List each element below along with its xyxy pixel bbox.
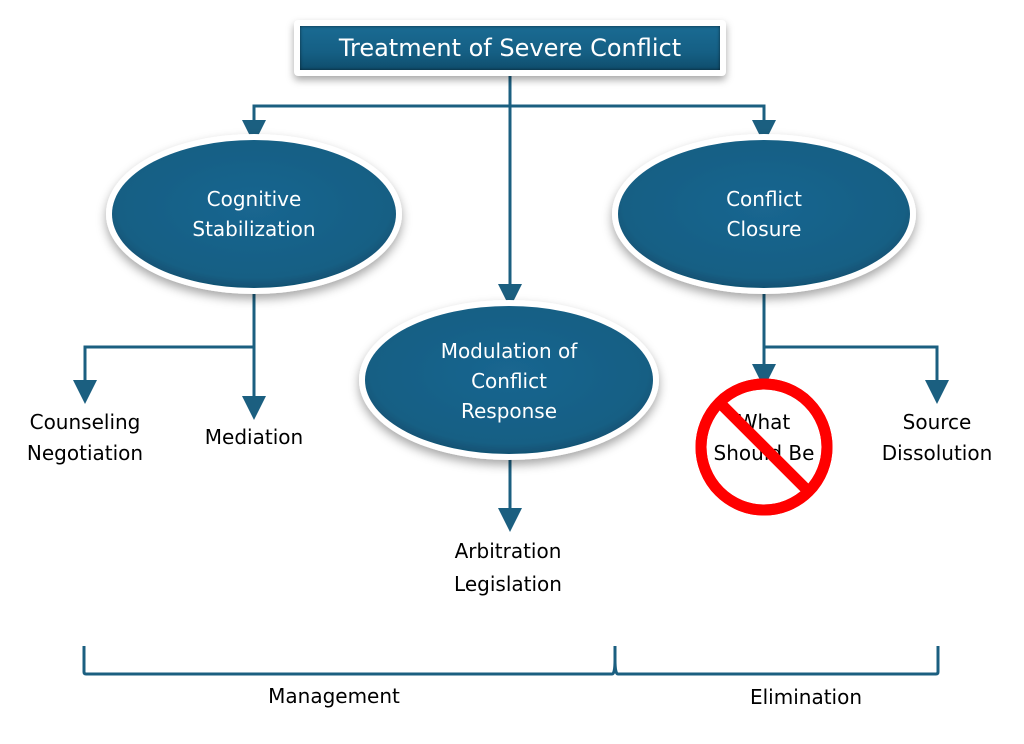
bracket-lines bbox=[82, 646, 940, 676]
leaf-what-should-be: What Should Be bbox=[694, 407, 834, 469]
connector-lines bbox=[73, 76, 949, 532]
leaf-line: Source bbox=[902, 410, 972, 434]
node-label-line: Conflict bbox=[726, 187, 802, 211]
node-label-line: Modulation of bbox=[440, 339, 578, 363]
leaf-line: Legislation bbox=[454, 572, 562, 596]
node-label-line: Conflict bbox=[471, 369, 547, 393]
node-modulation-of-conflict-response: Modulation of Conflict Response bbox=[389, 336, 629, 426]
bracket-elimination bbox=[613, 646, 940, 676]
node-label-line: Response bbox=[460, 399, 558, 423]
leaf-line: Dissolution bbox=[881, 441, 993, 465]
node-label-line: Cognitive bbox=[206, 187, 302, 211]
leaf-arbitration-legislation: Arbitration Legislation bbox=[430, 535, 586, 601]
node-conflict-closure: Conflict Closure bbox=[644, 184, 884, 244]
bracket-management bbox=[82, 646, 617, 676]
connector-cognitive-left bbox=[73, 345, 254, 404]
node-cognitive-stabilization: Cognitive Stabilization bbox=[134, 184, 374, 244]
connector-title-right bbox=[510, 104, 776, 144]
oval-modulation bbox=[359, 300, 659, 460]
leaf-line: Should Be bbox=[713, 441, 815, 465]
leaf-mediation: Mediation bbox=[184, 422, 324, 453]
title-box: Treatment of Severe Conflict bbox=[294, 20, 726, 76]
oval-cognitive bbox=[106, 134, 402, 294]
node-label-line: Closure bbox=[726, 217, 802, 241]
leaf-line: Mediation bbox=[204, 425, 304, 449]
leaf-counseling-negotiation: Counseling Negotiation bbox=[8, 407, 162, 469]
leaf-line: Arbitration bbox=[454, 539, 562, 563]
leaf-line: Counseling bbox=[29, 410, 141, 434]
bracket-label-management: Management bbox=[268, 684, 400, 708]
leaf-source-dissolution: Source Dissolution bbox=[862, 407, 1012, 469]
bracket-label-elimination: Elimination bbox=[749, 685, 863, 709]
connector-title-left bbox=[242, 104, 510, 144]
oval-closure bbox=[612, 134, 916, 294]
leaf-line: What bbox=[737, 410, 791, 434]
diagram-title: Treatment of Severe Conflict bbox=[300, 26, 720, 70]
connector-closure-right bbox=[764, 345, 949, 404]
node-label-line: Stabilization bbox=[192, 217, 316, 241]
leaf-line: Negotiation bbox=[26, 441, 144, 465]
